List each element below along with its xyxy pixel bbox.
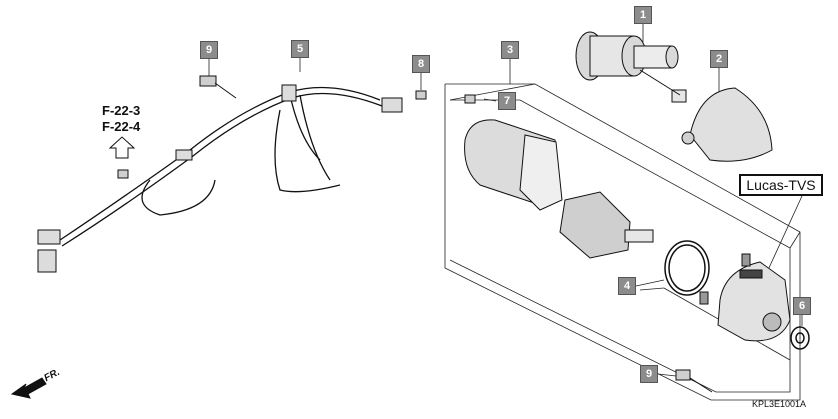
- part-bolts: [117, 75, 713, 393]
- part-connectors: [37, 84, 403, 273]
- callout-9-bottom[interactable]: 9: [640, 365, 658, 383]
- leader-lines: [208, 24, 803, 377]
- front-direction-arrow-icon: [10, 377, 47, 399]
- part-wire-harness: [59, 86, 383, 247]
- part-starter-pinion: [575, 31, 687, 103]
- part-armature: [559, 191, 654, 259]
- part-end-cap: [681, 87, 773, 162]
- callout-9-top[interactable]: 9: [200, 41, 218, 59]
- callout-3[interactable]: 3: [501, 41, 519, 59]
- callout-6[interactable]: 6: [793, 297, 811, 315]
- callout-4[interactable]: 4: [618, 277, 636, 295]
- callout-7[interactable]: 7: [498, 92, 516, 110]
- part-o-ring: [664, 240, 710, 296]
- callout-5[interactable]: 5: [291, 40, 309, 58]
- callout-8[interactable]: 8: [412, 55, 430, 73]
- part-brush-holder: [717, 261, 791, 342]
- callout-2[interactable]: 2: [710, 50, 728, 68]
- brand-label: Lucas-TVS: [739, 174, 823, 196]
- callout-1[interactable]: 1: [634, 6, 652, 24]
- part-motor-housing: [464, 119, 563, 211]
- part-springs: [699, 253, 751, 305]
- reference-label-2[interactable]: F-22-4: [102, 119, 141, 134]
- part-washer: [790, 326, 810, 350]
- reference-label-1[interactable]: F-22-3: [102, 103, 141, 118]
- diagram-code: KPL3E1001A: [752, 399, 807, 409]
- reference-arrow-icon: [108, 136, 136, 159]
